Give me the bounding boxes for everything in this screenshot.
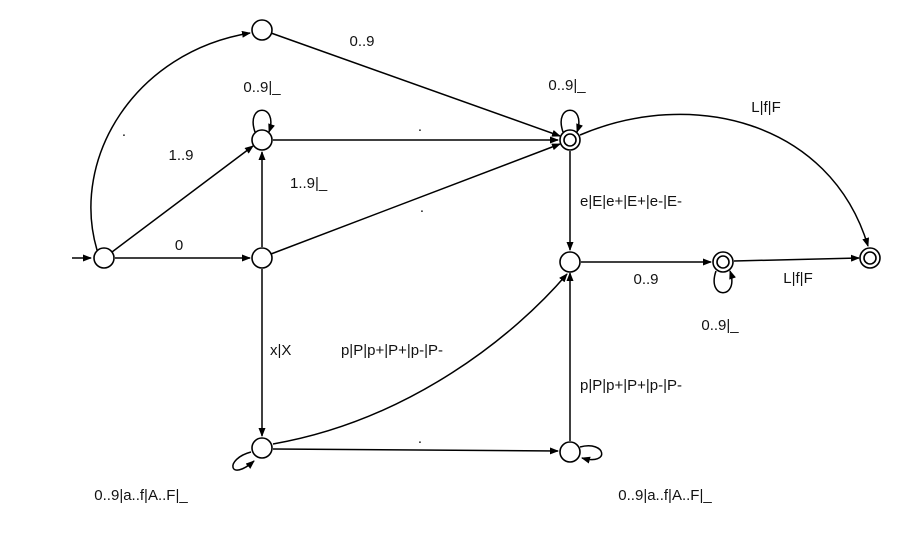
transition-hex-fraction-self-loop (579, 445, 603, 464)
state-hex (251, 437, 273, 459)
label-hex-to-exponent-start: p|P|p+|P+|p-|P- (341, 342, 443, 359)
label-zero-to-hex: x|X (270, 342, 291, 359)
label-zero-to-float: . (420, 199, 424, 216)
transition-integer-self-loop (252, 109, 275, 133)
transition-dot-start-to-float (270, 32, 561, 137)
state-exponent-start (559, 251, 581, 273)
state-suffix-accept (859, 247, 881, 269)
label-integer-to-float: . (418, 118, 422, 135)
label-float-self-loop: 0..9|_ (548, 77, 586, 94)
label-hex-fraction-to-exponent-start: p|P|p+|P+|p-|P- (580, 377, 682, 394)
label-float-to-suffix: L|f|F (751, 99, 780, 116)
label-exponent-to-suffix: L|f|F (783, 270, 812, 287)
state-start (93, 247, 115, 269)
label-hex-fraction-self-loop: 0..9|a..f|A..F|_ (618, 487, 712, 504)
transition-start-to-integer (111, 145, 254, 253)
transition-hex-self-loop (232, 451, 255, 471)
label-start-to-zero: 0 (175, 237, 183, 254)
transition-hex-to-hex-fraction (272, 447, 559, 455)
transition-hex-to-exponent-start (272, 273, 568, 445)
transition-exponent-self-loop (713, 270, 736, 294)
label-hex-self-loop: 0..9|a..f|A..F|_ (94, 487, 188, 504)
label-exponent-start-to-exponent: 0..9 (633, 271, 658, 288)
state-integer (251, 129, 273, 151)
state-zero (251, 247, 273, 269)
state-hex-fraction (559, 441, 581, 463)
label-float-to-exponent-start: e|E|e+|E+|e-|E- (580, 193, 682, 210)
transition-float-self-loop (560, 109, 583, 133)
transition-exponent-to-suffix (733, 254, 860, 262)
label-dot-start-to-float: 0..9 (349, 33, 374, 50)
label-start-to-integer: 1..9 (168, 147, 193, 164)
label-exponent-self-loop: 0..9|_ (701, 317, 739, 334)
transition-float-to-suffix (579, 113, 870, 247)
label-zero-to-integer: 1..9|_ (290, 175, 328, 192)
state-exponent-accept (712, 251, 734, 273)
transition-start-to-dot-start (90, 30, 251, 251)
state-dot-start (251, 19, 273, 41)
transition-zero-to-float (270, 143, 561, 255)
state-float-accept (559, 129, 581, 151)
label-start-to-dot-start: . (122, 123, 126, 140)
label-integer-self-loop: 0..9|_ (243, 79, 281, 96)
label-hex-to-hex-fraction: . (418, 430, 422, 447)
